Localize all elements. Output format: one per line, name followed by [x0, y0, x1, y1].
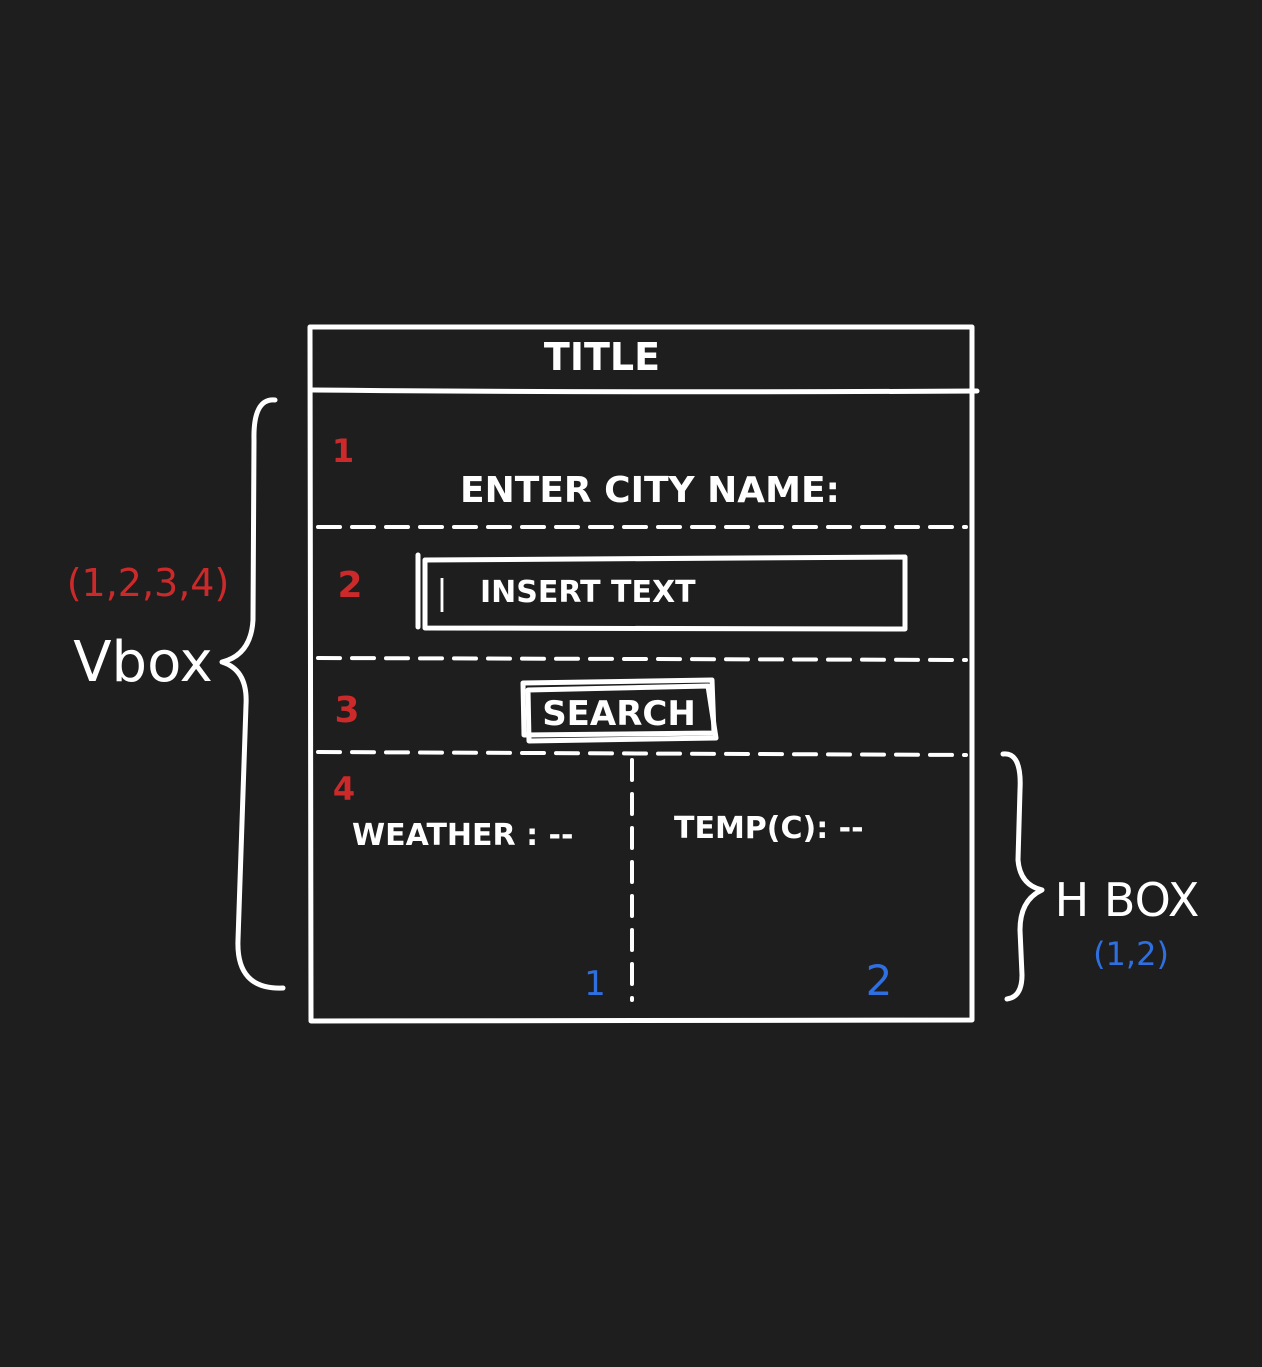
- row-divider-3: [316, 750, 968, 757]
- hbox-cell-1-number: 1: [584, 964, 606, 1004]
- vbox-row-4-number: 4: [333, 770, 355, 808]
- row-divider-2: [316, 656, 968, 662]
- hbox-brace: [1000, 751, 1045, 1002]
- search-button[interactable]: SEARCH: [520, 677, 719, 744]
- vbox-brace: [219, 397, 286, 991]
- weather-label: WEATHER : --: [352, 818, 573, 853]
- city-name-label: ENTER CITY NAME:: [460, 470, 840, 511]
- window-frame: [307, 324, 975, 1024]
- title-separator: [310, 387, 980, 395]
- city-text-input[interactable]: | INSERT TEXT: [415, 552, 908, 632]
- input-cursor: |: [436, 573, 447, 613]
- temperature-label: TEMP(C): --: [674, 811, 864, 846]
- vbox-label: Vbox: [73, 630, 213, 695]
- vbox-children-label: (1,2,3,4): [67, 561, 230, 605]
- vbox-row-2-number: 2: [337, 565, 362, 606]
- vbox-row-1-number: 1: [332, 432, 354, 470]
- hbox-children-label: (1,2): [1093, 935, 1169, 973]
- input-placeholder: INSERT TEXT: [480, 575, 696, 610]
- title-text: TITLE: [544, 335, 660, 379]
- hbox-label: H BOX: [1055, 873, 1200, 927]
- vbox-row-3-number: 3: [334, 690, 359, 731]
- hbox-cell-2-number: 2: [866, 956, 893, 1005]
- search-button-label: SEARCH: [542, 694, 696, 734]
